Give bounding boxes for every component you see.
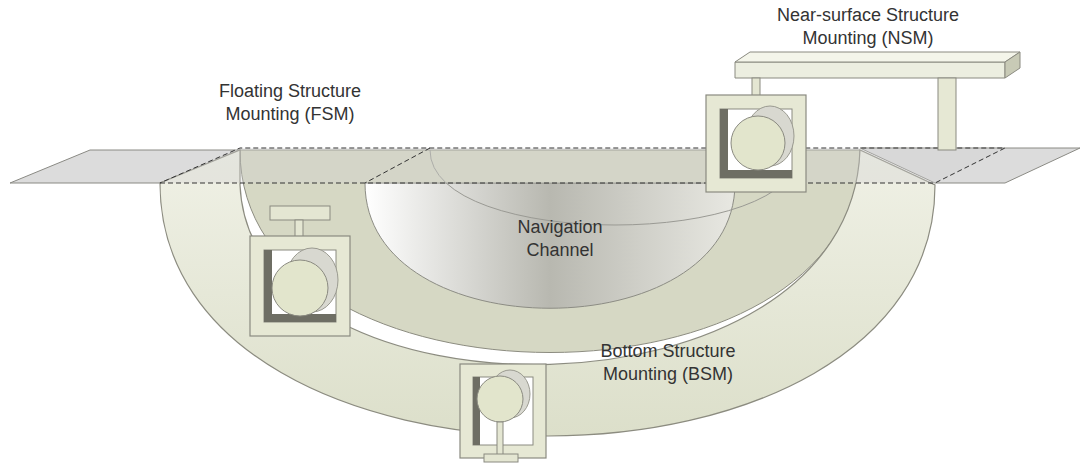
mounting-label: Near-surface Structure Mounting (NSM) [758, 4, 978, 50]
region-label: Navigation Channel [500, 216, 620, 262]
mounting-label: Bottom Structure Mounting (BSM) [568, 340, 768, 386]
mounting-label: Floating Structure Mounting (FSM) [190, 80, 390, 126]
